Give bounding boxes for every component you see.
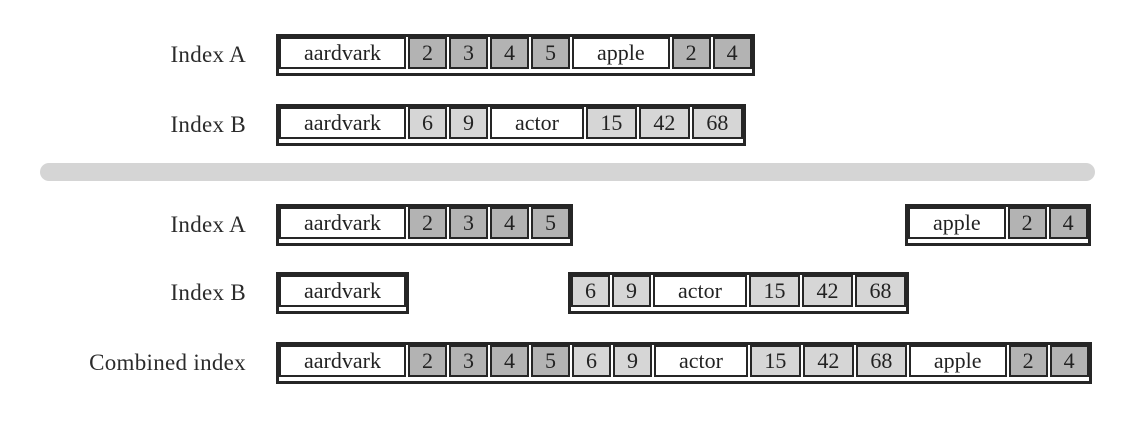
posting-cell: 15 — [585, 107, 637, 139]
posting-cell: 4 — [1049, 345, 1089, 377]
posting-cell: 6 — [571, 275, 610, 307]
posting-cell: 2 — [407, 37, 447, 69]
posting-cell: 42 — [802, 345, 854, 377]
row-label-index-b: Index B — [170, 112, 246, 137]
posting-cell: 4 — [712, 37, 752, 69]
term-cell: aardvark — [279, 345, 406, 377]
term-cell: actor — [489, 107, 584, 139]
postings-box-index-b-part1: aardvark — [276, 272, 409, 314]
posting-cell: 6 — [407, 107, 447, 139]
posting-cell: 3 — [448, 345, 488, 377]
row-label-combined-index: Combined index — [89, 350, 246, 375]
posting-cell: 4 — [489, 207, 529, 239]
posting-cell: 9 — [612, 345, 652, 377]
posting-cell: 68 — [855, 345, 907, 377]
term-cell: apple — [908, 207, 1006, 239]
posting-cell: 68 — [691, 107, 743, 139]
term-cell: actor — [653, 275, 747, 307]
posting-cell: 3 — [448, 37, 488, 69]
term-cell: apple — [571, 37, 670, 69]
posting-cell: 42 — [801, 275, 853, 307]
term-cell: aardvark — [279, 107, 406, 139]
posting-cell: 2 — [1007, 207, 1047, 239]
posting-cell: 15 — [749, 345, 801, 377]
posting-cell: 5 — [530, 207, 570, 239]
posting-cell: 2 — [671, 37, 711, 69]
posting-cell: 42 — [638, 107, 690, 139]
term-cell: aardvark — [279, 275, 406, 307]
posting-cell: 15 — [748, 275, 800, 307]
posting-cell: 9 — [612, 275, 651, 307]
posting-cell: 4 — [489, 37, 529, 69]
term-cell: apple — [908, 345, 1007, 377]
row-label-index-a: Index A — [170, 212, 246, 237]
posting-cell: 2 — [1008, 345, 1048, 377]
posting-cell: 5 — [530, 345, 570, 377]
row-label-index-a: Index A — [170, 42, 246, 67]
posting-cell: 68 — [854, 275, 906, 307]
section-divider — [40, 163, 1095, 181]
posting-cell: 4 — [489, 345, 529, 377]
term-cell: aardvark — [279, 37, 406, 69]
row-label-index-b: Index B — [170, 280, 246, 305]
posting-cell: 4 — [1048, 207, 1088, 239]
posting-cell: 9 — [448, 107, 488, 139]
term-cell: actor — [653, 345, 748, 377]
posting-cell: 5 — [530, 37, 570, 69]
posting-cell: 3 — [448, 207, 488, 239]
posting-cell: 6 — [571, 345, 611, 377]
posting-cell: 2 — [407, 207, 447, 239]
term-cell: aardvark — [279, 207, 406, 239]
posting-cell: 2 — [407, 345, 447, 377]
